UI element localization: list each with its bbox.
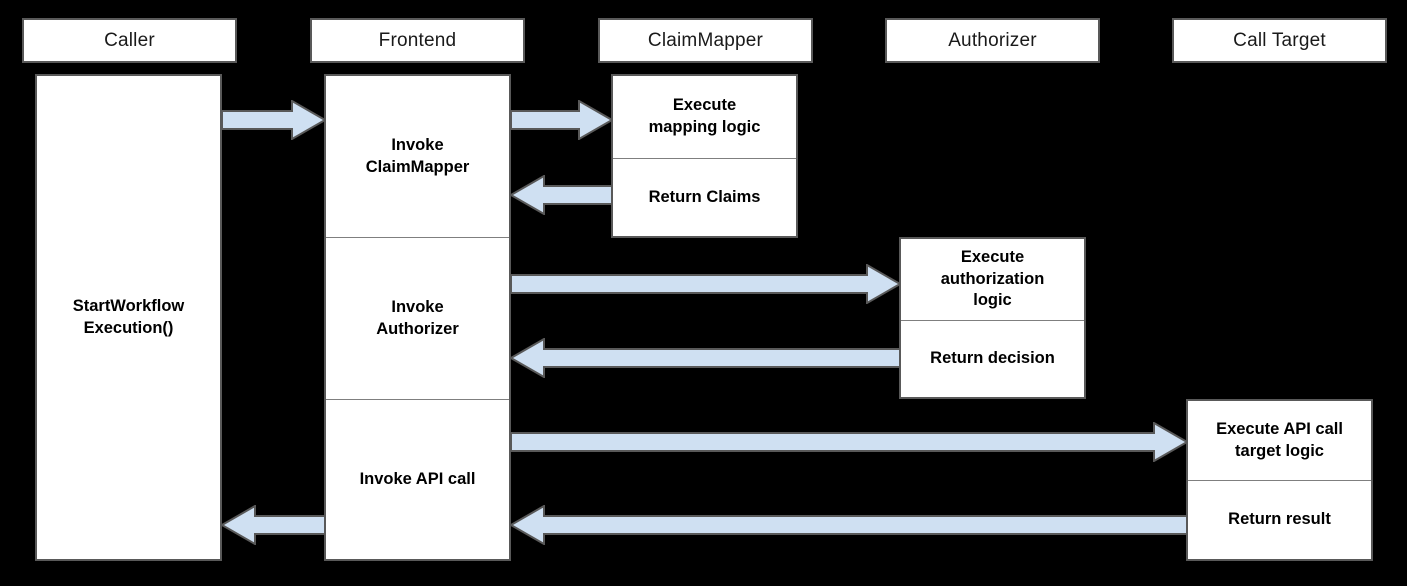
activation-segment-calltarget-1: Return result [1188, 480, 1371, 559]
message-arrow-frontend-to-authorizer[interactable] [511, 264, 901, 304]
activation-segment-authorizer-1: Return decision [901, 320, 1084, 397]
activation-segment-frontend-2: Invoke API call [326, 399, 509, 559]
lifeline-header-frontend[interactable]: Frontend [310, 18, 525, 63]
message-arrow-authorizer-to-frontend[interactable] [510, 338, 900, 378]
message-arrow-caller-to-frontend[interactable] [222, 100, 326, 140]
message-arrow-calltarget-to-frontend[interactable] [510, 505, 1187, 545]
activation-segment-claimmapper-1: Return Claims [613, 158, 796, 236]
lifeline-header-caller[interactable]: Caller [22, 18, 237, 63]
message-arrow-frontend-to-claimmapper[interactable] [511, 100, 613, 140]
lifeline-label-frontend: Frontend [378, 29, 457, 51]
lifeline-header-calltarget[interactable]: Call Target [1172, 18, 1387, 63]
message-arrow-frontend-to-caller[interactable] [221, 505, 325, 545]
lifeline-label-calltarget: Call Target [1233, 29, 1326, 51]
lifeline-label-caller: Caller [104, 29, 155, 51]
lifeline-header-claimmapper[interactable]: ClaimMapper [598, 18, 813, 63]
lifeline-label-authorizer: Authorizer [948, 29, 1037, 51]
lifeline-header-authorizer[interactable]: Authorizer [885, 18, 1100, 63]
lifeline-label-claimmapper: ClaimMapper [647, 29, 764, 51]
message-arrow-claimmapper-to-frontend[interactable] [510, 175, 612, 215]
message-arrow-frontend-to-calltarget[interactable] [511, 422, 1188, 462]
